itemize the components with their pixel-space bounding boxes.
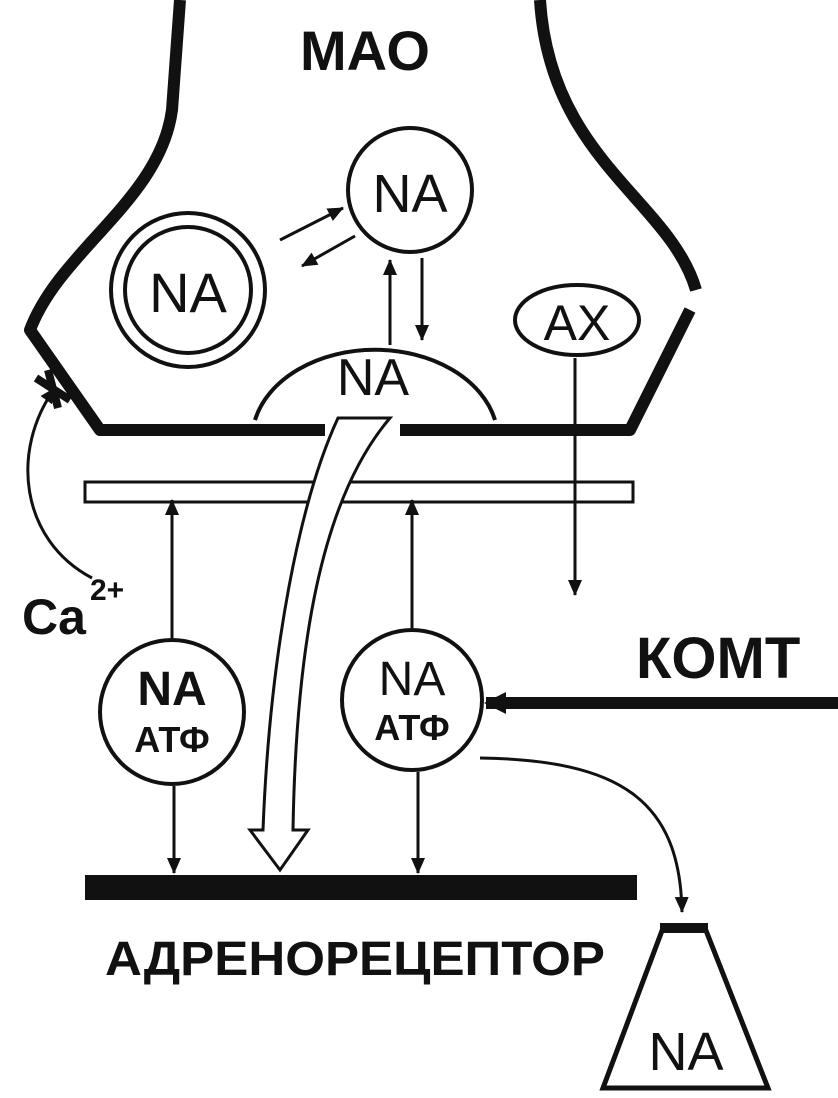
presynaptic-membrane-right <box>400 0 702 436</box>
release-dome <box>253 347 497 421</box>
arrow-to-trapezoid <box>479 756 689 913</box>
cleft-left-na-label: NA <box>137 663 206 716</box>
cleft-left-atf-label: АТФ <box>134 719 210 760</box>
adrenoreceptor-label: АДРЕНОРЕЦЕПТОР <box>105 933 605 986</box>
vesicle-na-label: NA <box>149 261 227 324</box>
ca-arrow <box>26 387 93 580</box>
komt-label: КОМТ <box>636 626 800 691</box>
cytoplasm-na-circle <box>346 126 474 254</box>
arrow-vesicle-to-cytoplasm <box>279 206 344 242</box>
ca-label: Ca <box>22 589 87 645</box>
trapezoid-na-label: NA <box>648 1022 723 1082</box>
cleft-na-atf-circle-left <box>98 638 246 786</box>
cleft-right-na-label: NA <box>379 653 446 706</box>
release-hollow-arrow <box>247 416 394 873</box>
ca-block-mark <box>33 368 73 410</box>
mao-label: МАО <box>300 19 430 82</box>
release-na-label: NA <box>337 349 410 407</box>
presynaptic-membrane-left <box>24 0 325 436</box>
adrenoreceptor-bar <box>85 875 637 900</box>
cleft-right-atf-label: АТФ <box>374 707 450 748</box>
ax-ellipse <box>513 283 641 357</box>
vesicle-inner <box>123 225 253 355</box>
ca-superscript: 2+ <box>90 574 124 607</box>
vesicle-outer <box>109 211 267 369</box>
cleft-na-atf-circle-right <box>340 628 484 772</box>
arrow-cytoplasm-to-vesicle <box>301 234 356 268</box>
membrane-strip <box>83 480 635 504</box>
ax-label: АХ <box>544 295 611 351</box>
cytoplasm-na-label: NA <box>372 164 447 224</box>
